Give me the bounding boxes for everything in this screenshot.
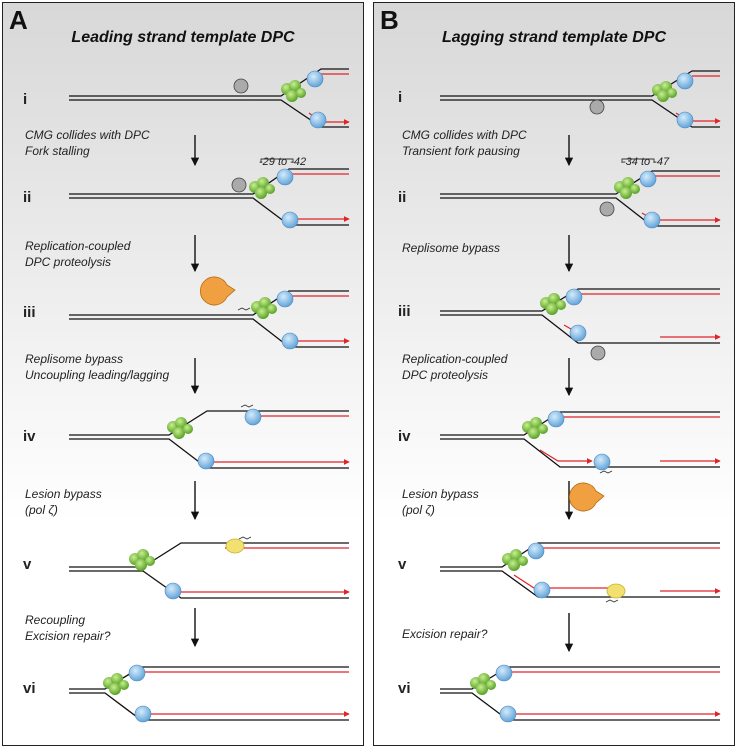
protease-icon: [569, 482, 605, 512]
step-label: iii: [398, 303, 411, 320]
step-label: iv: [398, 428, 411, 445]
step-description: Replication-coupled DPC proteolysis: [402, 352, 508, 382]
polymerase-icon: [197, 452, 215, 470]
cmg-helicase-icon: [614, 177, 640, 199]
peptide-adduct-icon: [240, 404, 254, 408]
polymerase-icon: [495, 664, 513, 682]
fork-step-vi: [440, 664, 721, 723]
step-description: Recoupling Excision repair?: [25, 613, 111, 643]
step-label: v: [398, 556, 407, 573]
polymerase-icon: [276, 290, 294, 308]
panel-b: B Lagging strand template DPC i ii iii i…: [373, 2, 735, 746]
step-label: v: [23, 556, 32, 573]
cmg-helicase-icon: [167, 417, 193, 439]
polymerase-icon: [533, 581, 551, 599]
cmg-helicase-icon: [281, 80, 306, 102]
peptide-adduct-icon: [237, 307, 251, 311]
polymerase-icon: [309, 111, 327, 129]
cmg-helicase-icon: [103, 673, 129, 695]
fork-step-iii: [69, 276, 350, 350]
polymerase-icon: [547, 410, 565, 428]
panel-a: A Leading strand template DPC i ii iii i…: [2, 2, 364, 746]
panel-title: Lagging strand template DPC: [441, 29, 667, 46]
polymerase-icon: [164, 582, 182, 600]
cmg-helicase-icon: [540, 293, 566, 315]
fork-step-iv: [440, 410, 721, 512]
polymerase-icon: [306, 70, 324, 88]
step-label: vi: [398, 680, 411, 697]
step-description: Lesion bypass (pol ζ): [402, 487, 479, 517]
polymerase-icon: [244, 408, 262, 426]
step-description: Lesion bypass (pol ζ): [25, 487, 102, 517]
step-description: CMG collides with DPC Transient fork pau…: [402, 128, 527, 158]
polymerase-icon: [643, 211, 661, 229]
peptide-adduct-icon: [605, 599, 619, 603]
dpc-icon: [233, 78, 249, 94]
polymerase-icon: [676, 111, 694, 129]
fork-diagram-a: [69, 68, 350, 723]
panel-title: Leading strand template DPC: [71, 29, 295, 46]
fork-step-ii: [69, 158, 350, 229]
polymerase-icon: [281, 211, 299, 229]
cmg-helicase-icon: [129, 549, 155, 571]
cmg-helicase-icon: [652, 81, 677, 102]
polymerase-icon: [639, 170, 657, 188]
cmg-helicase-icon: [502, 549, 528, 571]
fork-step-iv: [69, 404, 350, 470]
fork-step-v: [440, 542, 721, 603]
step-description: CMG collides with DPC Fork stalling: [25, 128, 150, 158]
polymerase-icon: [593, 453, 611, 471]
dpc-icon: [589, 99, 605, 115]
tls-polymerase-icon: [225, 538, 245, 554]
fork-step-ii: [440, 158, 721, 229]
fork-diagram-b: [440, 70, 721, 723]
fork-step-v: [69, 536, 350, 600]
fork-step-vi: [69, 664, 350, 723]
peptide-adduct-icon: [238, 536, 252, 540]
step-label: ii: [23, 189, 32, 206]
polymerase-icon: [276, 168, 294, 186]
cmg-helicase-icon: [522, 417, 548, 439]
polymerase-icon: [128, 664, 146, 682]
step-description: Replisome bypass Uncoupling leading/lagg…: [25, 352, 170, 382]
tls-polymerase-icon: [606, 583, 626, 599]
panel-letter: A: [9, 5, 28, 35]
step-description: Replication-coupled DPC proteolysis: [25, 239, 131, 269]
polymerase-icon: [527, 542, 545, 560]
fork-step-i: [440, 70, 721, 129]
step-label: i: [23, 91, 28, 108]
cmg-helicase-icon: [470, 673, 496, 695]
polymerase-icon: [281, 332, 299, 350]
cmg-helicase-icon: [249, 177, 275, 199]
step-description: Replisome bypass: [402, 241, 501, 255]
fork-step-i: [69, 68, 350, 129]
dpc-icon: [590, 345, 606, 361]
dpc-icon: [599, 201, 615, 217]
step-label: vi: [23, 680, 36, 697]
step-label: ii: [398, 189, 407, 206]
polymerase-icon: [134, 705, 152, 723]
dpc-icon: [231, 177, 247, 193]
step-label: iv: [23, 428, 36, 445]
cmg-helicase-icon: [251, 297, 277, 319]
step-label: iii: [23, 304, 36, 321]
polymerase-icon: [565, 288, 583, 306]
polymerase-icon: [499, 705, 517, 723]
step-label: i: [398, 89, 403, 106]
protease-icon: [200, 276, 236, 306]
peptide-adduct-icon: [599, 470, 613, 474]
step-description: Excision repair?: [402, 627, 488, 641]
panel-letter: B: [380, 5, 399, 35]
polymerase-icon: [676, 72, 694, 90]
fork-step-iii: [440, 288, 721, 361]
polymerase-icon: [569, 324, 587, 342]
